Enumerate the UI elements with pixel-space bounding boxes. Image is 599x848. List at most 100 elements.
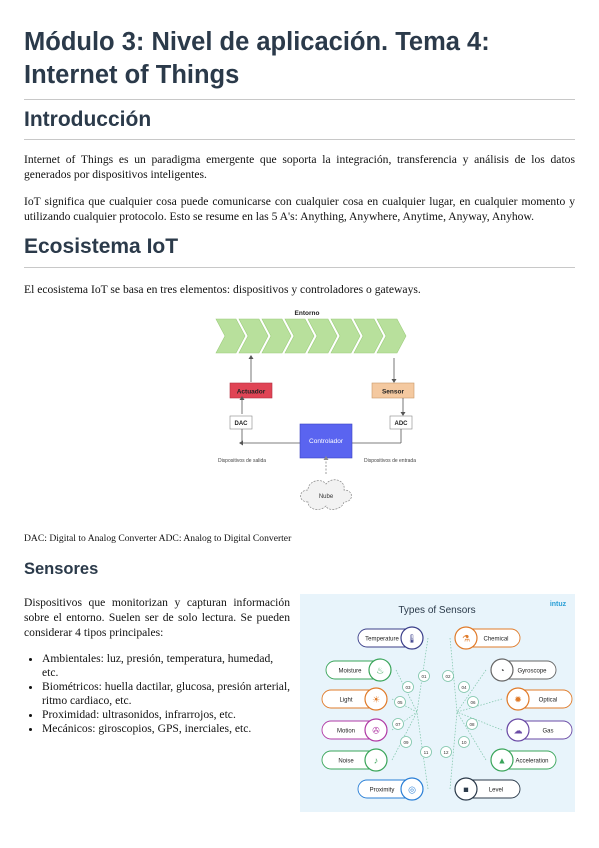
svg-text:07: 07 — [395, 722, 401, 727]
sensor-pill-temperature-icon — [400, 626, 424, 650]
sensor-pill-noise-label: Noise — [338, 759, 354, 765]
sensor-pill-moisture-icon — [368, 658, 392, 682]
sensor-pill-noise-icon — [364, 748, 388, 772]
page-title: Módulo 3: Nivel de aplicación. Tema 4: I… — [24, 28, 490, 89]
sensor-number-06: 06 — [467, 696, 479, 708]
sensor-pill-optical-icon — [506, 687, 530, 711]
svg-text:♪: ♪ — [374, 756, 379, 766]
intro-paragraph-1: Internet of Things es un paradigma emerg… — [24, 153, 575, 181]
sensor-pill-acceleration-icon — [490, 748, 514, 772]
sensor-types-list: Ambientales: luz, presión, temperatura, … — [42, 652, 292, 736]
sensor-pill-acceleration: ▲Acceleration — [490, 748, 557, 772]
svg-text:08: 08 — [469, 722, 475, 727]
sensor-pill-proximity: ◎ Proximity — [357, 777, 424, 801]
ecosystem-paragraph: El ecosistema IoT se basa en tres elemen… — [24, 283, 421, 296]
sensor-number-02: 02 — [442, 670, 454, 682]
title-divider — [24, 99, 575, 100]
sensor-pill-motion-icon — [364, 718, 388, 742]
sensor-pill-gyroscope: ◔Gyroscope — [490, 658, 557, 682]
svg-text:◔: ◔ — [499, 666, 504, 676]
intro-paragraph-2: IoT significa que cualquier cosa puede c… — [24, 195, 575, 223]
sensor-number-01: 01 — [418, 670, 430, 682]
sensor-pill-level: ■ Level — [454, 777, 521, 801]
sensor-pill-gas: ☁Gas — [506, 718, 573, 742]
dac-box — [229, 415, 253, 430]
sensor-pill-motion: ✇ Motion — [321, 718, 388, 742]
sensor-number-09: 09 — [400, 736, 412, 748]
svg-text:05: 05 — [397, 700, 403, 705]
sensor-number-10: 10 — [458, 736, 470, 748]
svg-text:⚗: ⚗ — [462, 634, 470, 644]
sensor-pill-light: ☀ Light — [321, 687, 388, 711]
svg-text:■: ■ — [463, 785, 468, 795]
adc-label: ADC — [395, 421, 409, 427]
ecosystem-heading: Ecosistema IoT — [24, 235, 179, 258]
nube-label: Nube — [319, 494, 334, 500]
sensor-number-07: 07 — [392, 718, 404, 730]
controlador-label: Controlador — [309, 438, 344, 445]
controlador-box — [299, 423, 353, 459]
sensor-pill-proximity-icon — [400, 777, 424, 801]
output-devices-label: Dispositivos de salida — [218, 458, 266, 464]
intro-heading: Introducción — [24, 108, 152, 131]
sensor-pill-moisture-label: Moisture — [338, 669, 362, 675]
infographic-brand: intuz — [550, 601, 567, 608]
sensor-label: Sensor — [382, 389, 405, 396]
sensor-pill-level-label: Level — [489, 788, 503, 794]
sensor-pill-gas-icon — [506, 718, 530, 742]
sensor-pill-chemical: ⚗ Chemical — [454, 626, 521, 650]
diagram-entorno-label: Entorno — [295, 310, 320, 317]
list-item: Mecánicos: giroscopios, GPS, inerciales,… — [42, 722, 292, 736]
svg-text:✹: ✹ — [514, 695, 522, 705]
sensor-pill-temperature: 🌡 Temperature — [357, 626, 424, 650]
intro-divider — [24, 139, 575, 140]
svg-text:▲: ▲ — [498, 756, 507, 766]
input-devices-label: Dispositivos de entrada — [364, 458, 416, 464]
svg-text:11: 11 — [424, 750, 429, 755]
svg-text:02: 02 — [445, 674, 451, 679]
sensors-heading: Sensores — [24, 560, 99, 578]
infographic-title: Types of Sensors — [398, 605, 475, 616]
sensor-pill-chemical-label: Chemical — [483, 637, 508, 643]
ecosystem-divider — [24, 267, 575, 268]
svg-text:◎: ◎ — [408, 785, 416, 795]
sensor-number-08: 08 — [466, 718, 478, 730]
list-item: Biométricos: huella dactilar, glucosa, p… — [42, 680, 292, 708]
sensor-number-05: 05 — [394, 696, 406, 708]
cloud-icon — [300, 479, 352, 510]
svg-text:06: 06 — [470, 700, 476, 705]
svg-text:09: 09 — [403, 740, 409, 745]
svg-text:✇: ✇ — [372, 726, 380, 736]
svg-text:12: 12 — [443, 750, 449, 755]
list-item: Proximidad: ultrasonidos, infrarrojos, e… — [42, 708, 292, 722]
svg-text:🌡: 🌡 — [406, 634, 417, 644]
environment-chevrons — [215, 318, 407, 354]
sensor-pill-light-label: Light — [339, 698, 352, 704]
sensor-number-03: 03 — [402, 681, 414, 693]
svg-text:04: 04 — [461, 685, 467, 690]
sensor-pill-temperature-label: Temperature — [365, 637, 399, 643]
sensor-box — [371, 382, 415, 399]
sensor-pill-light-icon — [364, 687, 388, 711]
sensor-pill-optical-label: Optical — [539, 698, 558, 704]
dac-label: DAC — [235, 421, 249, 427]
svg-text:☀: ☀ — [372, 695, 380, 705]
svg-text:♨: ♨ — [376, 666, 384, 676]
sensor-number-12: 12 — [440, 746, 452, 758]
sensor-pill-optical: ✹ Optical — [506, 687, 573, 711]
sensor-pill-gyroscope-icon — [490, 658, 514, 682]
svg-text:10: 10 — [461, 740, 467, 745]
sensor-number-11: 11 — [420, 746, 432, 758]
list-item: Ambientales: luz, presión, temperatura, … — [42, 652, 292, 680]
sensor-pill-motion-label: Motion — [337, 729, 355, 735]
sensor-pill-chemical-icon — [454, 626, 478, 650]
actuador-label: Actuador — [237, 389, 266, 396]
sensor-pill-proximity-label: Proximity — [370, 788, 395, 794]
svg-text:☁: ☁ — [514, 726, 523, 736]
actuador-box — [229, 382, 273, 399]
sensor-pill-level-icon — [454, 777, 478, 801]
diagram-caption: DAC: Digital to Analog Converter ADC: An… — [24, 533, 292, 544]
sensor-pill-moisture: ♨ Moisture — [325, 658, 392, 682]
sensors-paragraph: Dispositivos que monitorizan y capturan … — [24, 596, 290, 639]
sensor-number-04: 04 — [458, 681, 470, 693]
